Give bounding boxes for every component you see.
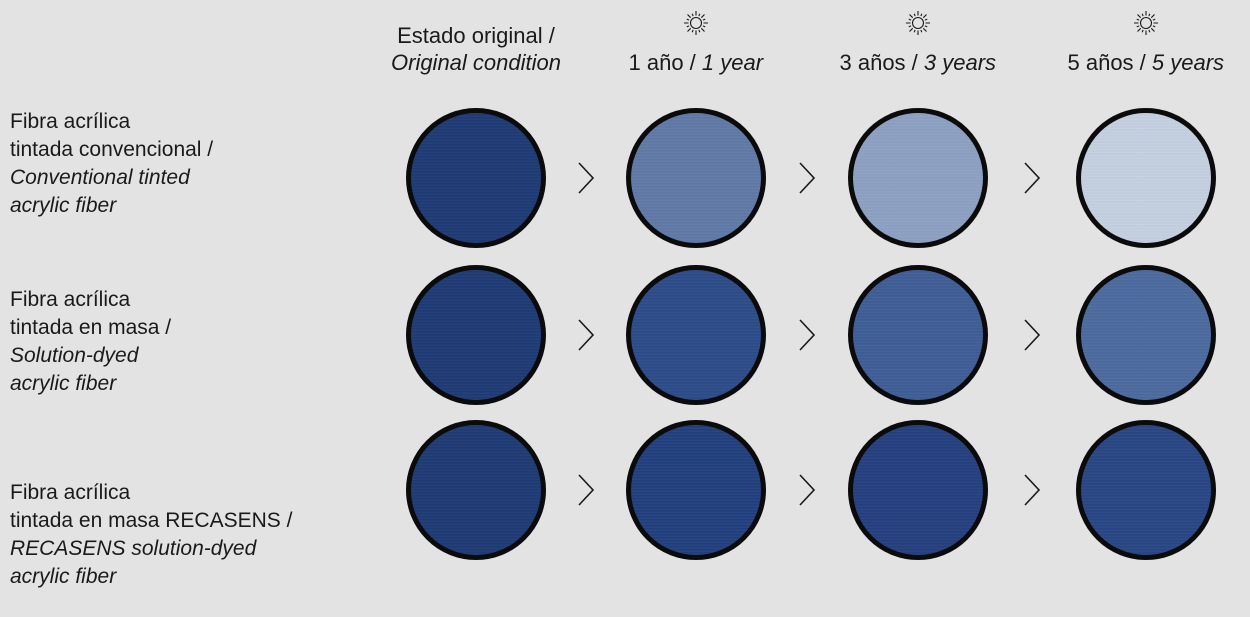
color-swatch xyxy=(626,265,766,405)
chevron-right-icon xyxy=(1023,161,1041,195)
row-label-en-line: acrylic fiber xyxy=(10,194,117,217)
color-swatch xyxy=(406,108,546,248)
chevron-right-icon xyxy=(577,318,595,352)
color-swatch xyxy=(848,108,988,248)
column-label-es: 5 años / xyxy=(1067,50,1152,75)
chevron-right-icon xyxy=(798,473,816,507)
row-label-es-line: tintada en masa / xyxy=(10,316,172,339)
row-label-en-line: RECASENS solution-dyed xyxy=(10,537,257,560)
color-swatch xyxy=(848,265,988,405)
chevron-right-icon xyxy=(1023,318,1041,352)
column-label-es: 3 años / xyxy=(839,50,924,75)
row-label-en-line: acrylic fiber xyxy=(10,565,117,588)
row-label: Fibra acrílica tintada convencional / Conv… xyxy=(10,108,213,220)
sun-icon xyxy=(905,10,931,36)
chevron-right-icon xyxy=(577,161,595,195)
column-label-en: Original condition xyxy=(391,50,561,75)
row-label-es-line: tintada en masa RECASENS / xyxy=(10,509,293,532)
sun-icon xyxy=(683,10,709,36)
column-label-es: 1 año / xyxy=(628,50,702,75)
chevron-right-icon xyxy=(798,318,816,352)
row-label-en-line: acrylic fiber xyxy=(10,372,117,395)
row-label-en-line: Solution-dyed xyxy=(10,344,139,367)
row-label-es-line: tintada convencional / xyxy=(10,138,214,161)
column-label-es: Estado original / xyxy=(397,23,555,48)
column-header: 3 años / 3 years xyxy=(840,49,997,76)
color-swatch xyxy=(1076,108,1216,248)
row-label-es-line: Fibra acrílica xyxy=(10,481,131,504)
column-header: 5 años / 5 years xyxy=(1068,49,1225,76)
color-swatch xyxy=(626,420,766,560)
color-swatch xyxy=(848,420,988,560)
column-header: Estado original /Original condition xyxy=(391,22,561,76)
color-swatch xyxy=(1076,265,1216,405)
color-swatch xyxy=(626,108,766,248)
color-swatch xyxy=(406,265,546,405)
sun-icon xyxy=(1133,10,1159,36)
chevron-right-icon xyxy=(798,161,816,195)
row-label-es-line: Fibra acrílica xyxy=(10,288,131,311)
row-label: Fibra acrílica tintada en masa RECASENS /… xyxy=(10,479,292,591)
chevron-right-icon xyxy=(1023,473,1041,507)
color-swatch xyxy=(406,420,546,560)
row-label-en-line: Conventional tinted xyxy=(10,166,190,189)
row-label-es-line: Fibra acrílica xyxy=(10,110,131,133)
column-label-en: 1 year xyxy=(701,50,764,75)
row-label: Fibra acrílica tintada en masa / Solution-… xyxy=(10,286,171,398)
column-label-en: 3 years xyxy=(923,50,997,75)
color-swatch xyxy=(1076,420,1216,560)
column-header: 1 año / 1 year xyxy=(629,49,764,76)
chevron-right-icon xyxy=(577,473,595,507)
column-label-en: 5 years xyxy=(1151,50,1225,75)
